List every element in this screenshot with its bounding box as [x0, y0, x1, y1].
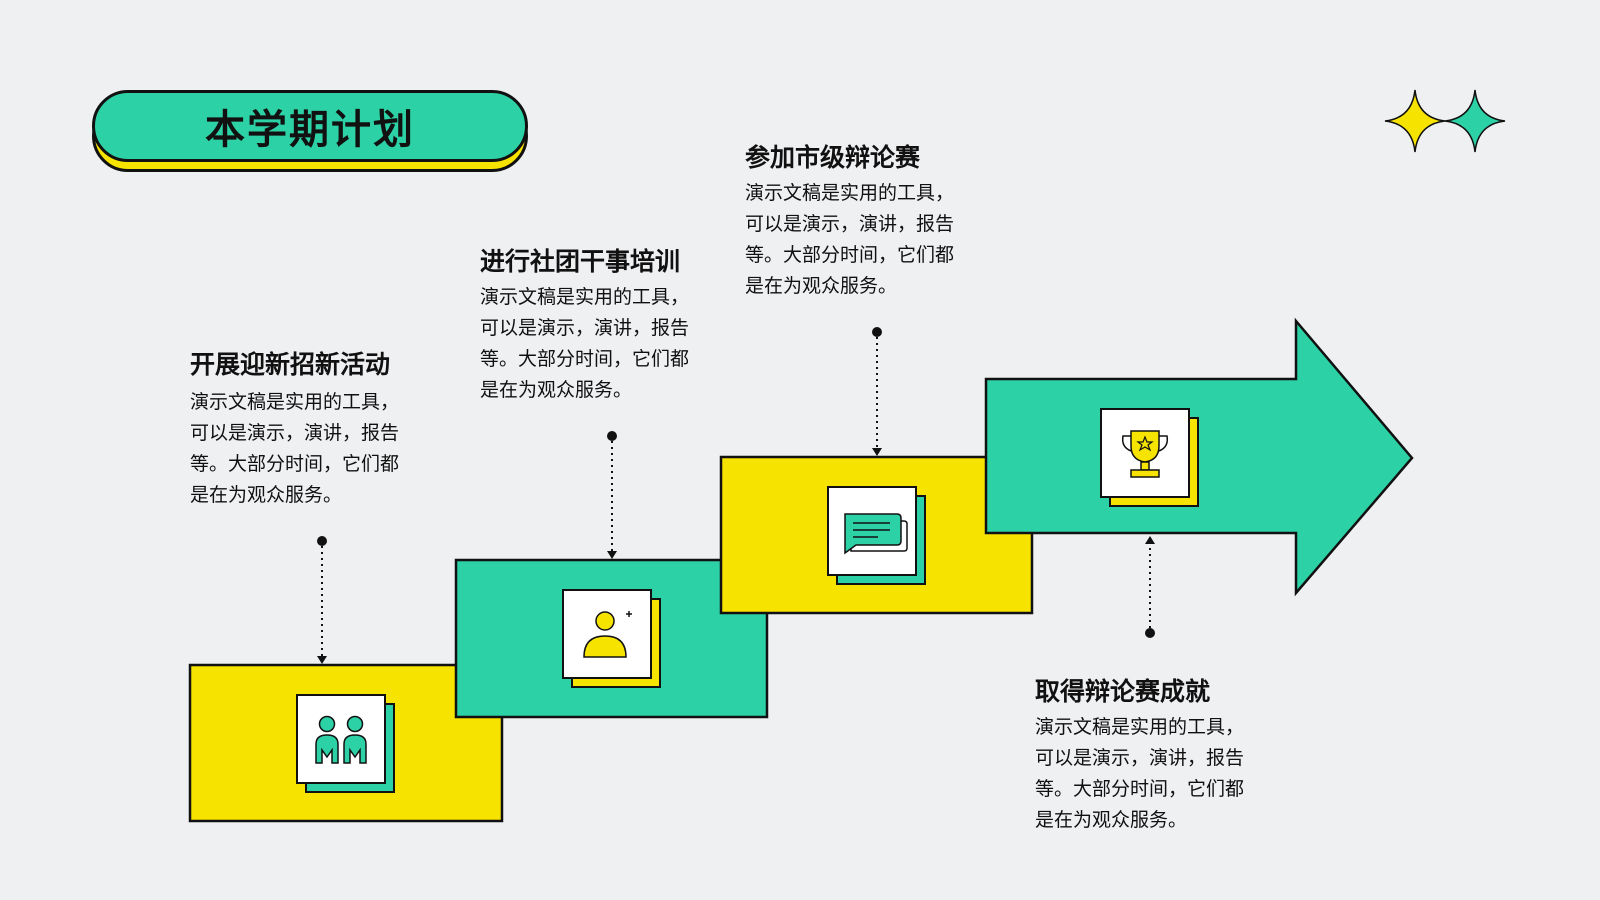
- connector-4: [1145, 536, 1155, 638]
- desc-line: 是在为观众服务。: [1035, 809, 1188, 831]
- desc-line: 演示文稿是实用的工具，: [745, 182, 955, 204]
- desc-line: 是在为观众服务。: [480, 379, 633, 401]
- desc-line: 是在为观众服务。: [745, 275, 898, 297]
- icon-tile-2: [562, 589, 661, 688]
- step-1-title: 开展迎新招新活动: [190, 350, 391, 379]
- people-icon: [315, 715, 367, 764]
- icon-tile-3: [827, 486, 926, 585]
- desc-line: 演示文稿是实用的工具，: [190, 391, 400, 413]
- add-user-icon: [583, 611, 632, 658]
- step-2-description: 演示文稿是实用的工具， 可以是演示，演讲，报告 等。大部分时间，它们都 是在为观…: [480, 282, 730, 406]
- desc-line: 演示文稿是实用的工具，: [480, 286, 690, 308]
- step-3-title: 参加市级辩论赛: [745, 143, 921, 172]
- step-4-title: 取得辩论赛成就: [1035, 677, 1211, 706]
- green-star-icon: [1444, 89, 1506, 153]
- connector-3: [872, 327, 882, 456]
- desc-line: 可以是演示，演讲，报告: [480, 317, 690, 339]
- desc-line: 等。大部分时间，它们都: [745, 244, 955, 266]
- step-1-description: 演示文稿是实用的工具， 可以是演示，演讲，报告 等。大部分时间，它们都 是在为观…: [190, 387, 440, 511]
- title-badge: 本学期计划: [92, 90, 532, 174]
- sparkle-stars-icon: [1384, 89, 1506, 153]
- desc-line: 是在为观众服务。: [190, 484, 343, 506]
- desc-line: 可以是演示，演讲，报告: [1035, 747, 1245, 769]
- chat-icon: [844, 513, 908, 555]
- yellow-star-icon: [1384, 89, 1446, 153]
- trophy-icon: [1121, 430, 1169, 478]
- step-4-description: 演示文稿是实用的工具， 可以是演示，演讲，报告 等。大部分时间，它们都 是在为观…: [1035, 712, 1285, 836]
- desc-line: 等。大部分时间，它们都: [190, 453, 400, 475]
- step-2-title: 进行社团干事培训: [480, 247, 681, 276]
- desc-line: 可以是演示，演讲，报告: [190, 422, 400, 444]
- desc-line: 可以是演示，演讲，报告: [745, 213, 955, 235]
- desc-line: 等。大部分时间，它们都: [480, 348, 690, 370]
- icon-tile-1: [296, 694, 395, 793]
- icon-tile-4: [1100, 408, 1199, 507]
- page-title: 本学期计划: [92, 90, 528, 162]
- desc-line: 等。大部分时间，它们都: [1035, 778, 1245, 800]
- desc-line: 演示文稿是实用的工具，: [1035, 716, 1245, 738]
- connector-2: [607, 431, 617, 559]
- step-3-description: 演示文稿是实用的工具， 可以是演示，演讲，报告 等。大部分时间，它们都 是在为观…: [745, 178, 995, 302]
- connector-1: [317, 536, 327, 664]
